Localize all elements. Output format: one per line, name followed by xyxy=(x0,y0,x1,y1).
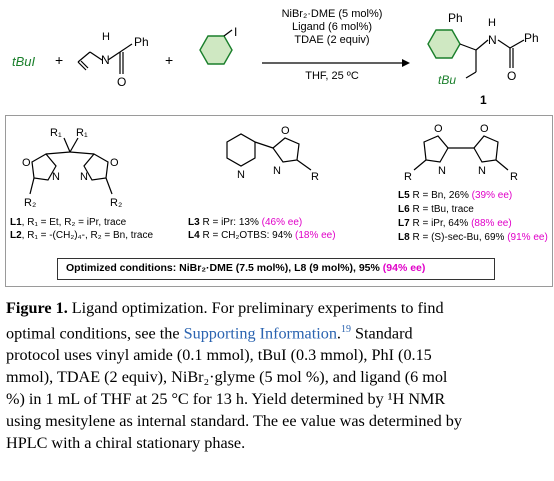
plus-sign-2: + xyxy=(165,52,174,68)
reaction-solvent: THF, 25 ºC xyxy=(305,70,359,82)
plus-sign-1: + xyxy=(55,52,64,68)
n-label: N xyxy=(101,53,110,67)
ligand-l3-id: L3 xyxy=(188,217,200,228)
product-h-label: H xyxy=(488,17,496,29)
caption-line-5: %) in 1 mL of THF at 25 °C for 13 h. Yie… xyxy=(6,390,446,409)
ligand-l8-text: R = (S)-sec-Bu, 69% xyxy=(409,232,508,243)
caption-line-2-tail: Standard xyxy=(350,324,413,343)
ligand-l4-id: L4 xyxy=(188,230,200,241)
ligand-l7-ee: (88% ee) xyxy=(471,218,512,229)
ligand-l6-id: L6 xyxy=(398,204,410,215)
ligand-l6-entry: L6 R = tBu, trace xyxy=(398,203,548,217)
optimized-conditions-box: Optimized conditions: NiBr₂·DME (7.5 mol… xyxy=(57,258,495,280)
reaction-scheme: tBuI + H N O Ph + I NiBr₂·DME (5 mol%) L… xyxy=(0,0,554,112)
caption-line-7: HPLC with a chiral stationary phase. xyxy=(6,434,246,453)
ligand-l5-ee: (39% ee) xyxy=(471,190,513,201)
ph-label: Ph xyxy=(134,35,149,49)
biox-ligand-structure: O O N N R R xyxy=(404,123,518,183)
optimized-conditions-text: Optimized conditions: NiBr₂·DME (7.5 mol… xyxy=(66,262,425,274)
ligand-l4-ee: (18% ee) xyxy=(294,230,336,241)
ligand-l5-entry: L5 R = Bn, 26% (39% ee) xyxy=(398,189,548,203)
product-o-label: O xyxy=(507,69,516,83)
product-ph-label: Ph xyxy=(524,31,539,45)
biox-n-right: N xyxy=(478,165,486,177)
product-number: 1 xyxy=(480,93,487,107)
vinyl-amide-structure: H N O Ph xyxy=(77,31,149,89)
o-label: O xyxy=(117,75,126,89)
r1-label-right: R₁ xyxy=(76,127,88,139)
optimized-ee: (94% ee) xyxy=(382,262,426,274)
caption-line-6: using mesitylene as internal standard. T… xyxy=(6,412,462,431)
product-tbu-label: tBu xyxy=(438,73,456,87)
biox-o-right: O xyxy=(480,123,489,135)
ligand-biox-list: L5 R = Bn, 26% (39% ee) L6 R = tBu, trac… xyxy=(398,189,548,245)
ligand-table: R₁ R₁ O O N N R₂ R₂ N O N R O O N N xyxy=(5,115,553,287)
condition-reductant: TDAE (2 equiv) xyxy=(294,34,370,46)
ligand-l1-id: L1 xyxy=(10,217,22,228)
o-label-left: O xyxy=(22,157,31,169)
iodine-label: I xyxy=(234,26,237,39)
caption-line-2: optimal conditions, see the Supporting I… xyxy=(6,324,413,343)
figure-caption: Figure 1. Ligand optimization. For preli… xyxy=(6,297,548,454)
biox-n-left: N xyxy=(438,165,446,177)
ligand-l4-entry: L4 R = CH₂OTBS: 94% (18% ee) xyxy=(188,230,336,241)
o-label-right: O xyxy=(110,157,119,169)
pyox-n-pyridine-label: N xyxy=(237,169,245,181)
condition-ligand: Ligand (6 mol%) xyxy=(291,21,373,33)
pyox-ligand-structure: N O N R xyxy=(226,125,319,183)
box-ligand-structure: R₁ R₁ O O N N R₂ R₂ xyxy=(22,127,122,209)
biox-r-left: R xyxy=(404,171,412,183)
reference-19[interactable]: 19 xyxy=(340,324,351,335)
r2-label-right: R₂ xyxy=(110,197,122,209)
r1-label-left: R₁ xyxy=(50,127,62,139)
caption-line-3: protocol uses vinyl amide (0.1 mmol), tB… xyxy=(6,346,432,365)
ligand-l2-text: , R₁ = -(CH₂)₄-, R₂ = Bn, trace xyxy=(21,230,154,241)
r2-label-left: R₂ xyxy=(24,197,36,209)
biox-o-left: O xyxy=(434,123,443,135)
biox-r-right: R xyxy=(510,171,518,183)
ligand-l4-text: R = CH₂OTBS: 94% xyxy=(199,230,295,241)
ligand-l6-text: R = tBu, trace xyxy=(409,204,474,215)
ligand-l7-text: R = iPr, 64% xyxy=(409,218,472,229)
product-ph-ring-label: Ph xyxy=(448,11,463,25)
ligand-l8-id: L8 xyxy=(398,232,410,243)
ligand-l8-entry: L8 R = (S)-sec-Bu, 69% (91% ee) xyxy=(398,231,548,245)
caption-line-1-text: Ligand optimization. For preliminary exp… xyxy=(67,299,444,317)
ligand-l3-entry: L3 R = iPr: 13% (46% ee) xyxy=(188,217,302,228)
ligand-l1-entry: L1, R₁ = Et, R₂ = iPr, trace xyxy=(10,217,126,228)
product-structure: H N O Ph Ph tBu 1 xyxy=(427,11,539,107)
reagent-tbui: tBuI xyxy=(12,54,36,69)
ligand-l1-text: , R₁ = Et, R₂ = iPr, trace xyxy=(21,217,127,228)
ligand-l5-id: L5 xyxy=(398,190,410,201)
optimized-prefix: Optimized conditions: NiBr₂·DME (7.5 mol… xyxy=(66,262,383,274)
caption-line-4: mmol), TDAE (2 equiv), NiBr₂·glyme (5 mo… xyxy=(6,368,448,387)
reaction-conditions: NiBr₂·DME (5 mol%) Ligand (6 mol%) TDAE … xyxy=(262,8,402,47)
pyox-n-label: N xyxy=(273,165,281,177)
ligand-l2-id: L2 xyxy=(10,230,22,241)
ligand-l3-text: R = iPr: 13% xyxy=(199,217,262,228)
figure-label: Figure 1. xyxy=(6,299,68,317)
n-label-left: N xyxy=(52,171,60,183)
ligand-l8-ee: (91% ee) xyxy=(507,232,548,243)
pyox-o-label: O xyxy=(281,125,290,137)
iodobenzene-structure: I xyxy=(199,26,237,65)
condition-catalyst: NiBr₂·DME (5 mol%) xyxy=(281,8,383,20)
caption-line-1: Figure 1. Ligand optimization. For preli… xyxy=(6,297,548,319)
ligand-l3-ee: (46% ee) xyxy=(261,217,303,228)
ligand-l2-entry: L2, R₁ = -(CH₂)₄-, R₂ = Bn, trace xyxy=(10,230,153,241)
product-n-label: N xyxy=(488,33,497,47)
n-label-right: N xyxy=(80,171,88,183)
ligand-l7-entry: L7 R = iPr, 64% (88% ee) xyxy=(398,217,548,231)
reaction-arrow xyxy=(262,59,410,67)
ligand-l5-text: R = Bn, 26% xyxy=(409,190,472,201)
supporting-information-link[interactable]: Supporting Information xyxy=(183,324,337,343)
caption-line-2-text: optimal conditions, see the xyxy=(6,324,184,343)
nh-label: H xyxy=(102,31,110,43)
pyox-r-label: R xyxy=(311,171,319,183)
ligand-l7-id: L7 xyxy=(398,218,410,229)
